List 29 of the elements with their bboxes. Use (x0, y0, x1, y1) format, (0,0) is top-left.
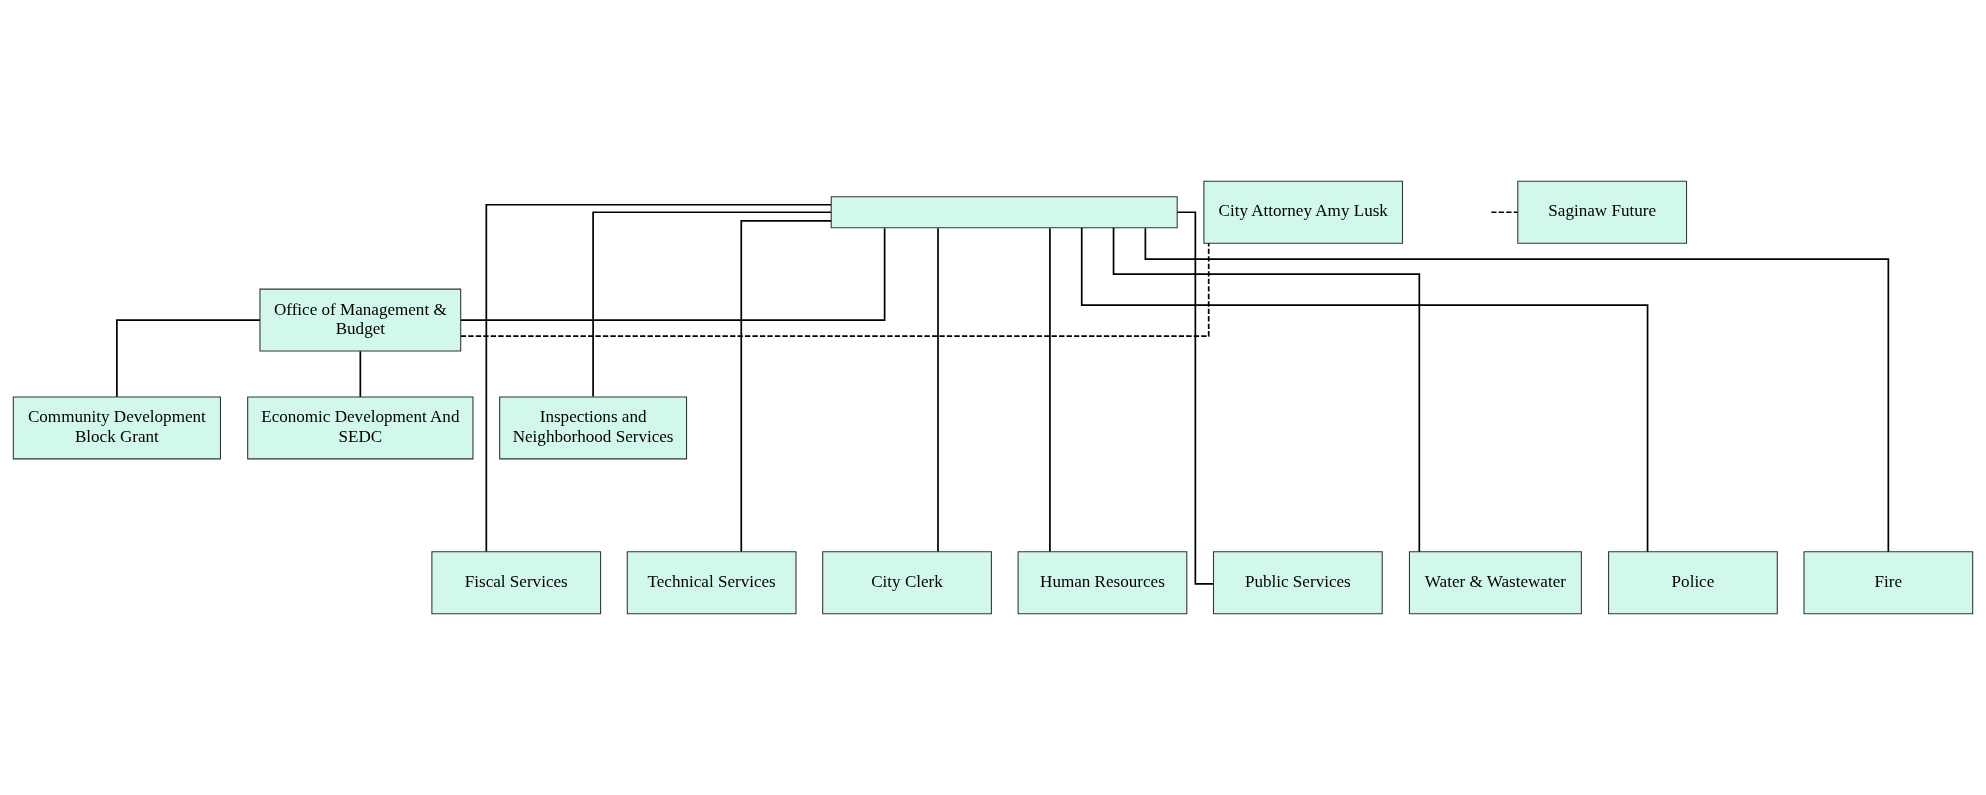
connector (116, 319, 261, 398)
node-box: City Attorney Amy Lusk (1203, 180, 1404, 244)
node-box: Water & Wastewater (1408, 551, 1582, 615)
node-box: City Clerk (822, 551, 992, 615)
node-box (830, 196, 1178, 229)
node-box: Economic Development And SEDC (247, 396, 474, 460)
connector (740, 219, 832, 553)
node-box: Fiscal Services (431, 551, 602, 615)
connector (459, 227, 886, 321)
connector (1490, 211, 1519, 214)
node-box: Office of Management & Budget (259, 288, 462, 352)
node-box: Fire (1803, 551, 1974, 615)
connector (592, 211, 832, 398)
connector (1144, 227, 1890, 553)
node-box: Technical Services (626, 551, 797, 615)
node-box: Community Development Block Grant (12, 396, 221, 460)
node-box: Police (1608, 551, 1778, 615)
connector (460, 242, 1210, 337)
connector (937, 227, 939, 553)
connector (1049, 227, 1051, 553)
connector (485, 203, 832, 553)
connector (359, 350, 362, 398)
connector (1176, 211, 1215, 585)
connector (1080, 227, 1649, 553)
node-box: Public Services (1212, 551, 1383, 615)
node-box: Inspections and Neighborhood Services (499, 396, 688, 460)
node-box: Human Resources (1017, 551, 1188, 615)
connector (1112, 227, 1421, 553)
node-box: Saginaw Future (1517, 180, 1688, 244)
